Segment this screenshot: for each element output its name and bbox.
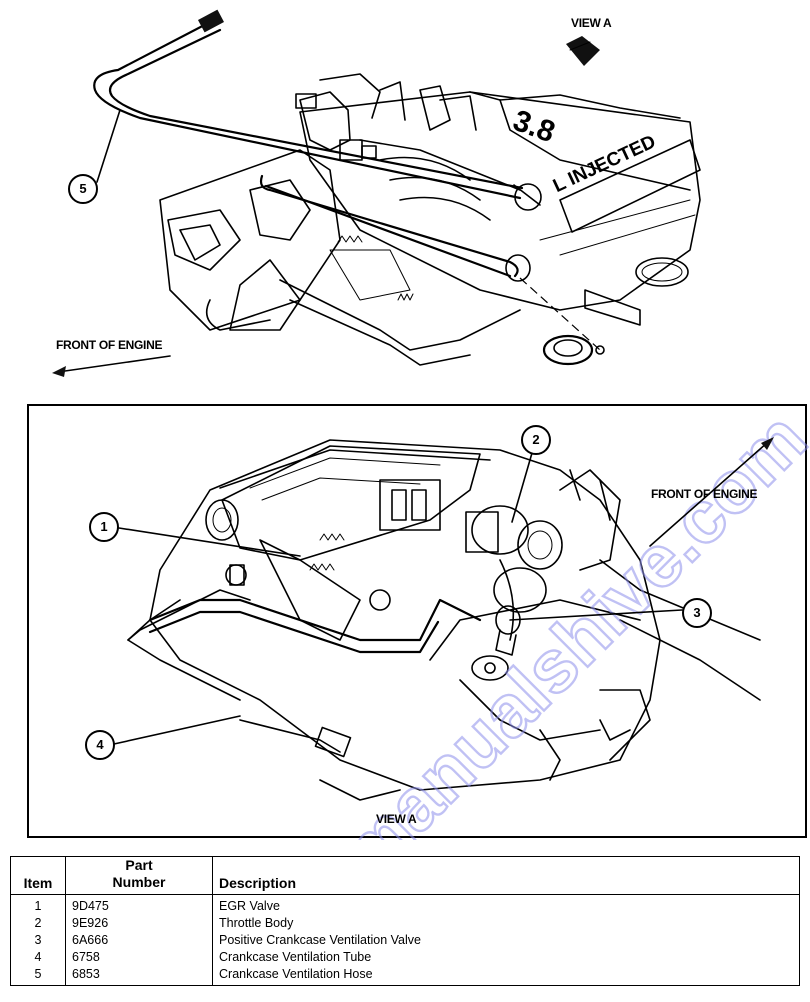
header-part-line2: Number — [112, 874, 166, 890]
callout-4: 4 — [85, 730, 115, 760]
parts-table: Item Part Number Description 1 9D475 EGR… — [10, 856, 800, 986]
part-number: 6853 — [65, 966, 213, 986]
view-a-frame — [27, 404, 807, 838]
callout-2-leader — [511, 452, 533, 523]
part-description: EGR Valve — [219, 899, 280, 913]
part-number: 9D475 — [65, 894, 213, 915]
callout-2: 2 — [521, 425, 551, 455]
view-a-label-top: VIEW A — [571, 16, 612, 30]
item-number: 1 — [10, 894, 66, 915]
header-item: Item — [10, 856, 66, 895]
parts-table-header: Item Part Number Description — [10, 856, 800, 895]
view-a-arrow-icon — [566, 36, 600, 66]
header-part-line1: Part — [125, 857, 153, 873]
header-part-number: Part Number — [65, 856, 213, 895]
crankcase-ventilation-hose — [93, 9, 542, 211]
part-description: Positive Crankcase Ventilation Valve — [219, 933, 421, 947]
table-row: 4 6758 Crankcase Ventilation Tube — [10, 949, 800, 966]
part-description: Crankcase Ventilation Tube — [219, 950, 372, 964]
top-engine-illustration — [52, 9, 701, 377]
front-of-engine-label-view-a: FRONT OF ENGINE — [651, 487, 758, 501]
table-row: 3 6A666 Positive Crankcase Ventilation V… — [10, 932, 800, 949]
callout-4-leader — [113, 715, 241, 745]
callout-3: 3 — [682, 598, 712, 628]
callout-3-leader — [509, 609, 683, 621]
part-number: 6758 — [65, 949, 213, 966]
front-of-engine-arrow-icon-view-a — [649, 437, 774, 547]
item-number: 3 — [10, 932, 66, 949]
item-number: 5 — [10, 966, 66, 986]
front-of-engine-arrow-icon — [52, 355, 171, 377]
ignition-components — [539, 469, 651, 781]
upper-plenum — [205, 445, 481, 561]
table-row: 5 6853 Crankcase Ventilation Hose — [10, 966, 800, 986]
upper-intake-manifold — [299, 91, 701, 326]
front-of-engine-label-top: FRONT OF ENGINE — [56, 338, 163, 352]
pcv-valve — [471, 605, 521, 681]
part-description: Crankcase Ventilation Hose — [219, 967, 373, 981]
pcv-grommet — [542, 334, 605, 366]
callout-1-leader — [118, 527, 301, 557]
header-description: Description — [212, 856, 800, 895]
callout-5-leader — [96, 109, 121, 183]
part-number: 6A666 — [65, 932, 213, 949]
egr-throttle-cluster — [225, 479, 563, 641]
table-row: 2 9E926 Throttle Body — [10, 915, 800, 932]
crankcase-ventilation-tube — [148, 598, 482, 758]
item-number: 2 — [10, 915, 66, 932]
callout-5: 5 — [68, 174, 98, 204]
view-a-label-bottom: VIEW A — [376, 812, 417, 826]
table-row: 1 9D475 EGR Valve — [10, 894, 800, 915]
part-number: 9E926 — [65, 915, 213, 932]
item-number: 4 — [10, 949, 66, 966]
lower-manifold — [159, 73, 531, 366]
callout-1: 1 — [89, 512, 119, 542]
part-description: Throttle Body — [219, 916, 294, 930]
view-a-engine-illustration: manualshive.com — [113, 395, 810, 840]
projection-line — [519, 277, 601, 351]
